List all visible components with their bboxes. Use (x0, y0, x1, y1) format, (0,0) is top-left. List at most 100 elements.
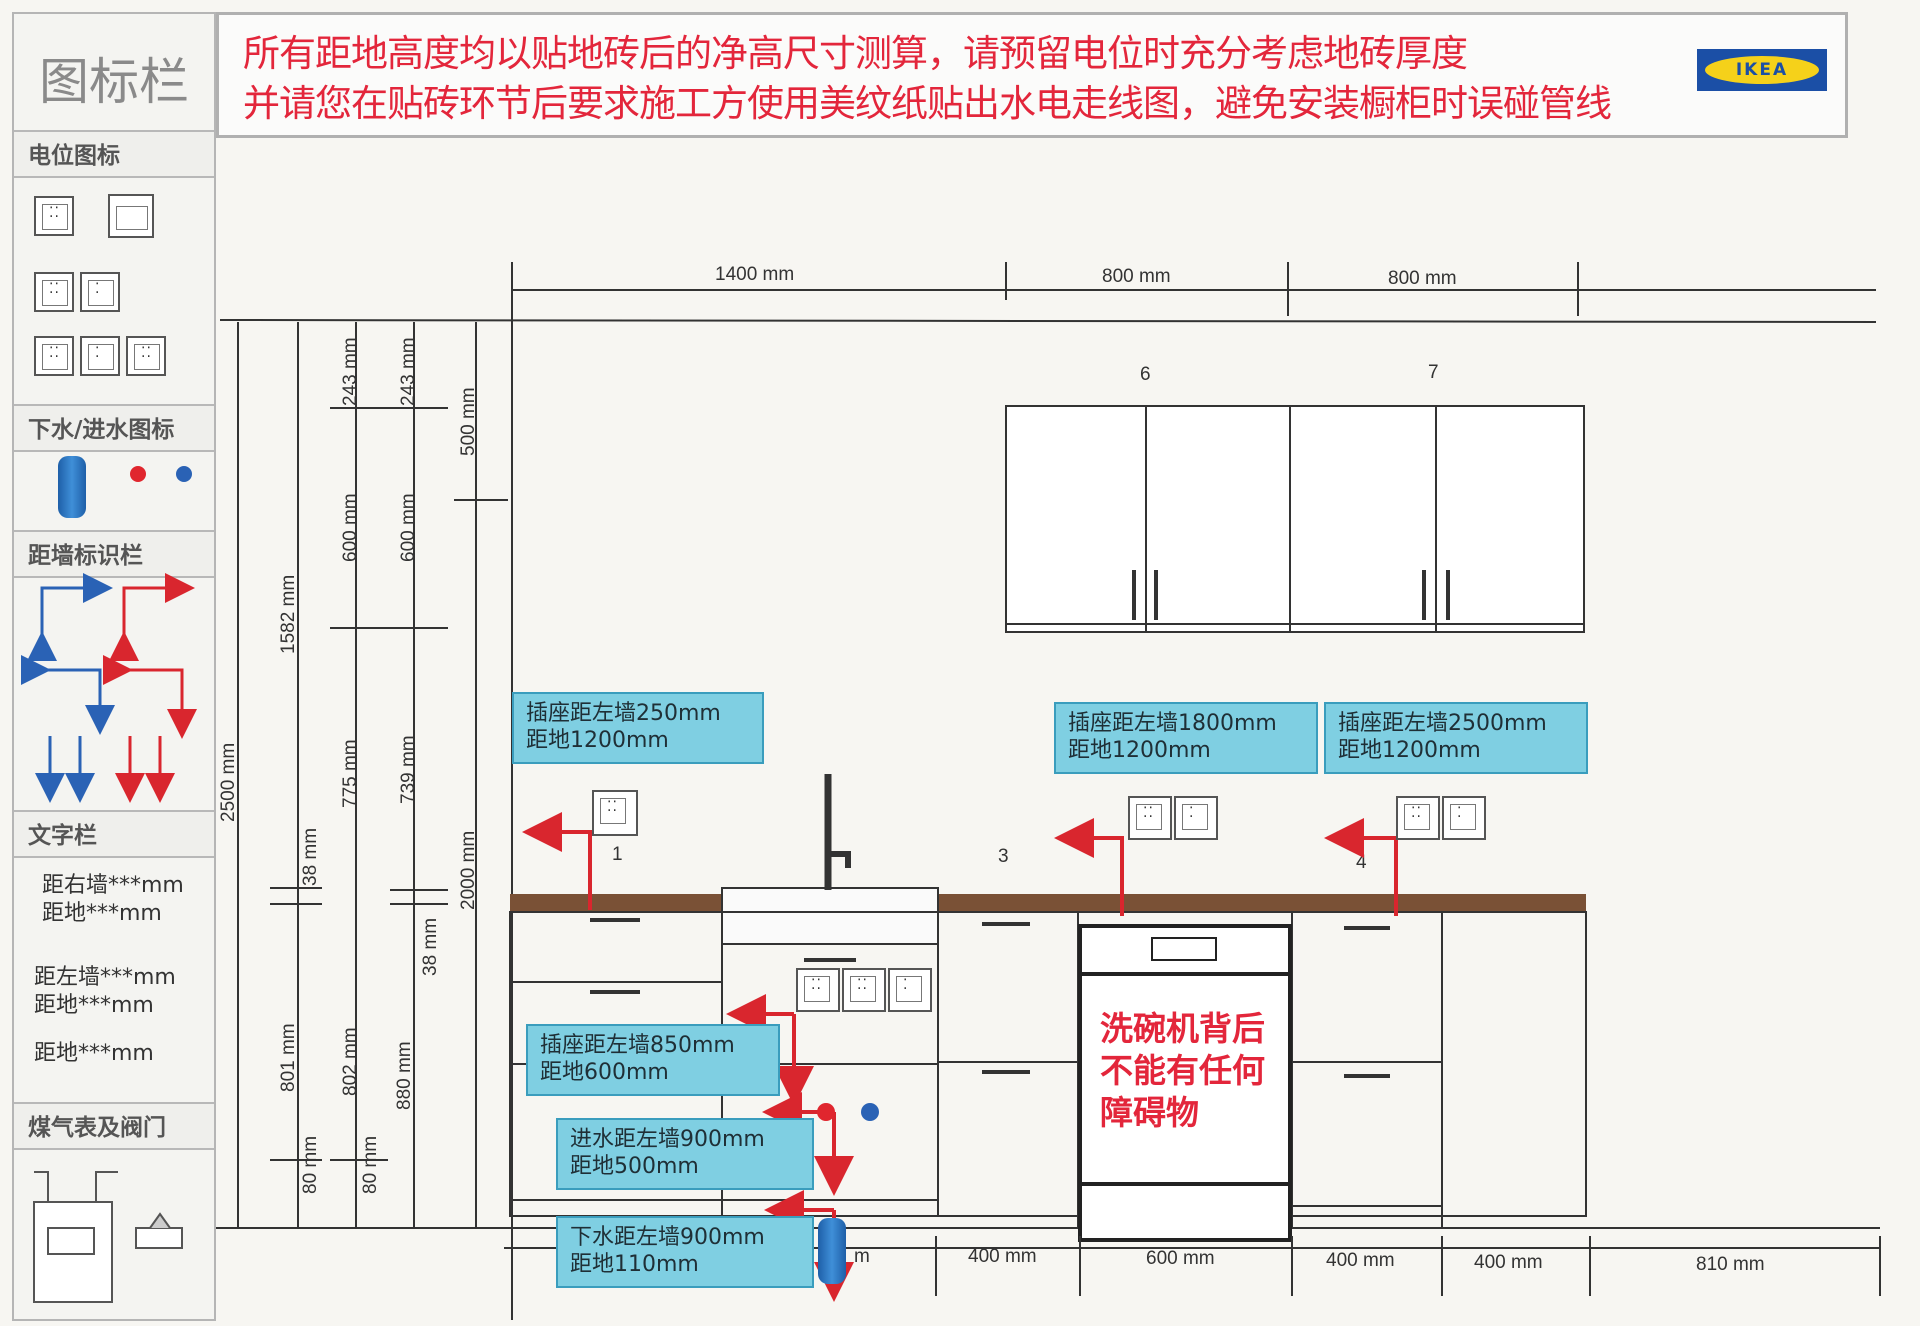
wall-cabinets (1005, 405, 1585, 633)
dim-38-right: 38 mm (420, 918, 441, 976)
top-dim-3: 800 mm (1388, 268, 1457, 289)
legend-text-line: 距地***mm (34, 1041, 154, 1066)
socket-switch-icon: ⁚ (888, 968, 932, 1012)
warning-line: 障碍物 (1100, 1093, 1199, 1132)
dim-739: 739 mm (398, 735, 419, 804)
bottom-dim-3: 400 mm (1326, 1250, 1395, 1271)
socket-icon: ⁚⁚ (1128, 796, 1172, 840)
cold-water-dot-icon (176, 466, 192, 482)
dim-801: 801 mm (278, 1023, 299, 1092)
socket-icon: ⁚⁚ (796, 968, 840, 1012)
socket-icon: ⁚⁚ (842, 968, 886, 1012)
callout-line: 下水距左墙900mm (570, 1225, 765, 1250)
top-dimension-line (219, 262, 1877, 1320)
socket-switch-icon: ⁚ (80, 272, 120, 312)
vertical-dimension-labels: 2500 mm 1582 mm 38 mm 801 mm 80 mm 243 m… (218, 337, 479, 1194)
notice-line-1: 所有距地高度均以贴地砖后的净高尺寸测算，请预留电位时充分考虑地砖厚度 (243, 32, 1468, 75)
dim-500: 500 mm (458, 387, 479, 456)
hot-water-dot-icon (130, 466, 146, 482)
ikea-logo: IKEA (1697, 49, 1827, 91)
cabinet-number-1: 1 (612, 844, 623, 865)
dim-802: 802 mm (340, 1027, 361, 1096)
gas-meter-icon (33, 1171, 183, 1303)
bottom-dim-partial: m (854, 1246, 870, 1267)
callout-socket-250: 插座距左墙250mm 距地1200mm (512, 692, 764, 764)
bottom-dim-2: 600 mm (1146, 1248, 1215, 1269)
dishwasher-warning: 洗碗机背后 不能有任何 障碍物 (1100, 1008, 1280, 1134)
callout-line: 插座距左墙2500mm (1338, 711, 1547, 736)
socket-icon: ⁚⁚ (34, 272, 74, 312)
dim-243-a: 243 mm (340, 337, 361, 406)
switch-icon (108, 194, 154, 238)
legend-text-line: 距地***mm (42, 901, 162, 926)
callout-socket-850: 插座距左墙850mm 距地600mm (526, 1024, 780, 1096)
callout-water-inlet: 进水距左墙900mm 距地500mm (556, 1118, 814, 1190)
header-notice: 所有距地高度均以贴地砖后的净高尺寸测算，请预留电位时充分考虑地砖厚度 并请您在贴… (216, 12, 1848, 138)
dim-1582: 1582 mm (278, 575, 299, 654)
cabinet-number-6: 6 (1140, 364, 1151, 385)
socket-switch-icon: ⁚ (1442, 796, 1486, 840)
legend-text-sample-1: 距右墙***mm 距地***mm (42, 872, 184, 928)
socket-icon: ⁚⁚ (1396, 796, 1440, 840)
socket-icon: ⁚⁚ (34, 336, 74, 376)
drain-pipe (818, 1218, 846, 1284)
cabinet-number-3: 3 (998, 846, 1009, 867)
drain-pipe-icon (58, 456, 86, 518)
callout-line: 插座距左墙850mm (540, 1033, 735, 1058)
dim-38-left: 38 mm (300, 828, 321, 886)
legend-text-sample-3: 距地***mm (34, 1040, 154, 1068)
wall-distance-arrows-icon (21, 573, 197, 803)
dim-2000: 2000 mm (458, 831, 479, 910)
dim-600-b: 600 mm (398, 493, 419, 562)
legend-section-water: 下水/进水图标 (14, 404, 214, 452)
callout-line: 距地500mm (570, 1154, 699, 1179)
legend-text-line: 距右墙***mm (42, 873, 184, 898)
callout-line: 插座距左墙1800mm (1068, 711, 1277, 736)
socket-icon: ⁚⁚ (126, 336, 166, 376)
dim-total: 2500 mm (218, 743, 239, 822)
dim-80-left: 80 mm (300, 1136, 321, 1194)
bottom-dim-5: 810 mm (1696, 1254, 1765, 1275)
dim-775: 775 mm (340, 739, 361, 808)
legend-section-electric: 电位图标 (14, 130, 214, 178)
dim-600-a: 600 mm (340, 493, 361, 562)
bottom-dim-1: 400 mm (968, 1246, 1037, 1267)
socket-icon: ⁚⁚ (592, 790, 638, 836)
callout-socket-2500: 插座距左墙2500mm 距地1200mm (1324, 702, 1588, 774)
top-dim-2: 800 mm (1102, 266, 1171, 287)
legend-section-gas: 煤气表及阀门 (14, 1102, 214, 1150)
dim-243-b: 243 mm (398, 337, 419, 406)
dim-80-right: 80 mm (360, 1136, 381, 1194)
ikea-logo-text: IKEA (1705, 56, 1819, 84)
hot-water-inlet (817, 1103, 835, 1121)
callout-drain: 下水距左墙900mm 距地110mm (556, 1216, 814, 1288)
legend-title: 图标栏 (39, 53, 189, 111)
warning-line: 不能有任何 (1100, 1051, 1265, 1090)
vertical-dimension-lines (216, 322, 1880, 1229)
legend-text-line: 距左墙***mm (34, 965, 176, 990)
callout-line: 进水距左墙900mm (570, 1127, 765, 1152)
legend-section-text: 文字栏 (14, 810, 214, 858)
dim-880: 880 mm (394, 1041, 415, 1110)
notice-line-2: 并请您在贴砖环节后要求施工方使用美纹纸贴出水电走线图，避免安装橱柜时误碰管线 (243, 82, 1612, 125)
socket-switch-icon: ⁚ (80, 336, 120, 376)
callout-line: 距地1200mm (1068, 738, 1211, 763)
socket-switch-icon: ⁚ (1174, 796, 1218, 840)
warning-line: 洗碗机背后 (1100, 1009, 1265, 1048)
cold-water-inlet (861, 1103, 879, 1121)
callout-line: 插座距左墙250mm (526, 701, 721, 726)
callout-line: 距地1200mm (526, 728, 669, 753)
legend-section-wall-distance: 距墙标识栏 (14, 530, 214, 578)
cabinet-number-7: 7 (1428, 362, 1439, 383)
callout-line: 距地1200mm (1338, 738, 1481, 763)
sink-and-faucet (721, 774, 939, 945)
countertop (510, 894, 1586, 912)
bottom-dim-4: 400 mm (1474, 1252, 1543, 1273)
legend-text-sample-2: 距左墙***mm 距地***mm (34, 964, 176, 1020)
socket-icon: ⁚⁚ (34, 196, 74, 236)
cabinet-number-4: 4 (1356, 852, 1367, 873)
callout-socket-1800: 插座距左墙1800mm 距地1200mm (1054, 702, 1318, 774)
legend-text-line: 距地***mm (34, 993, 154, 1018)
top-dim-1: 1400 mm (715, 264, 794, 285)
